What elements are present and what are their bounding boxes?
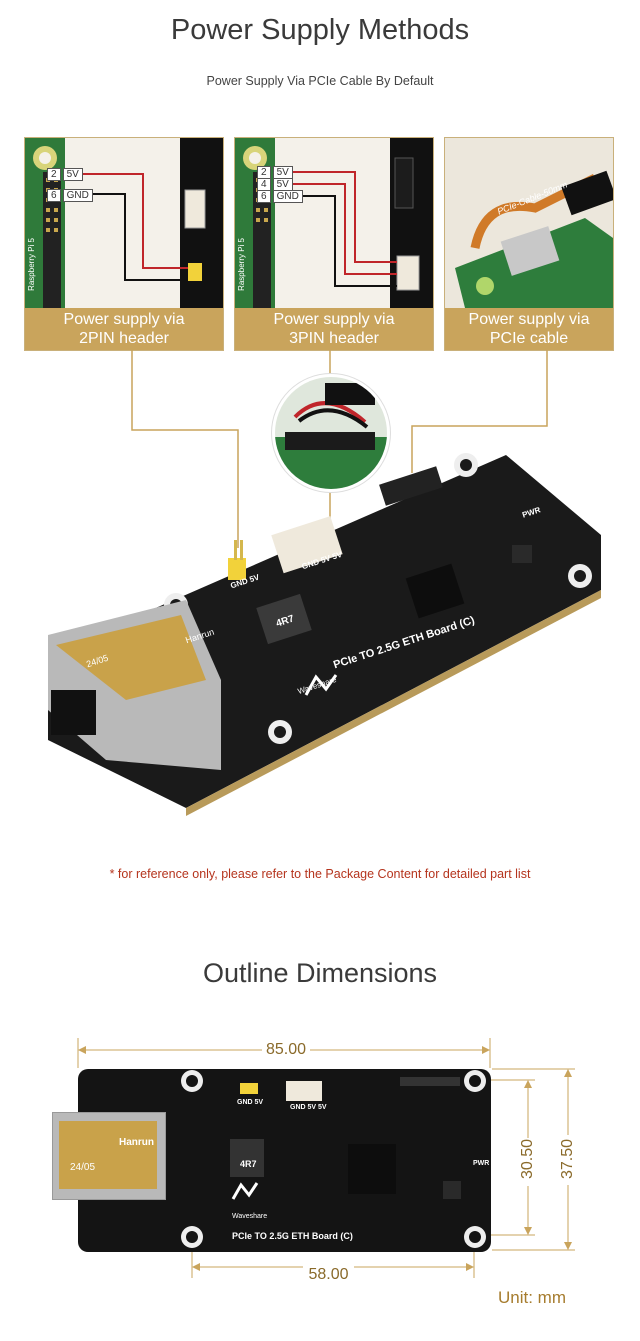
panel-3pin-illustration [235,138,433,308]
pin-number: 4 [257,178,271,191]
pin-row-5v: 2 5V [47,168,83,181]
panel-3pin: 2 5V 4 5V 6 GND Raspberry Pi 5 Power sup… [234,137,434,351]
caption-line-1: Power supply via [468,311,590,328]
caption-line-2: 3PIN header [289,330,379,347]
caption-line-1: Power supply via [63,311,185,328]
dim-width-label: 85.00 [265,1041,307,1058]
outline-label-2pin: GND 5V [237,1099,264,1106]
section-title-dimensions: Outline Dimensions [202,958,438,988]
caption-line-2: 2PIN header [79,330,169,347]
section-subtitle-power: Power Supply Via PCIe Cable By Default [206,74,434,88]
pin-row-gnd: 6 GND [257,190,303,203]
outline-board-name: PCIe TO 2.5G ETH Board (C) [232,1231,353,1241]
pin-number: 6 [257,190,271,203]
pi-board-text: Raspberry Pi 5 [27,238,36,291]
pin-row-5v-a: 2 5V [257,166,293,179]
panel-pcie: PCIe-Cable-50mm Power supply via PCIe ca… [444,137,614,351]
outline-label-pwr: PWR [473,1160,490,1167]
outline-jack-brand: Hanrun [119,1137,154,1148]
panel-pcie-illustration [445,138,613,308]
panel-caption: Power supply via PCIe cable [445,308,613,350]
section-title-power: Power Supply Methods [170,14,470,46]
pin-number: 6 [47,189,61,202]
dimension-lines [77,1038,575,1278]
outline-board [78,1069,491,1252]
dim-hole-x-label: 58.00 [308,1266,349,1283]
outline-label-3pin: GND 5V 5V [290,1104,327,1111]
panel-2pin-illustration [25,138,223,308]
board-render [48,453,601,816]
outline-rj45-jack [52,1112,166,1200]
caption-line-1: Power supply via [273,311,395,328]
dim-height-label: 37.50 [559,1138,576,1180]
panel-caption: Power supply via 2PIN header [25,308,223,350]
panel-caption: Power supply via 3PIN header [235,308,433,350]
disclaimer-note: * for reference only, please refer to th… [109,867,531,881]
pin-label: GND [272,190,303,203]
outline-jack-code: 24/05 [70,1162,96,1173]
outline-board-art [181,1070,486,1248]
pin-label: GND [62,189,93,202]
outline-inductor-label: 4R7 [240,1159,257,1169]
caption-line-2: PCIe cable [489,330,569,347]
pin-row-gnd: 6 GND [47,189,93,202]
dim-hole-y-label: 30.50 [519,1138,536,1180]
pin-number: 2 [47,168,61,181]
pi-board-text: Raspberry Pi 5 [237,238,246,291]
pin-label: 5V [272,178,293,191]
pin-row-5v-b: 4 5V [257,178,293,191]
pin-label: 5V [62,168,83,181]
unit-label: Unit: mm [498,1288,566,1307]
panel-2pin: 2 5V 6 GND Raspberry Pi 5 Power supply v… [24,137,224,351]
outline-brand-label: Waveshare [232,1213,268,1220]
jack-plate [59,1121,157,1189]
